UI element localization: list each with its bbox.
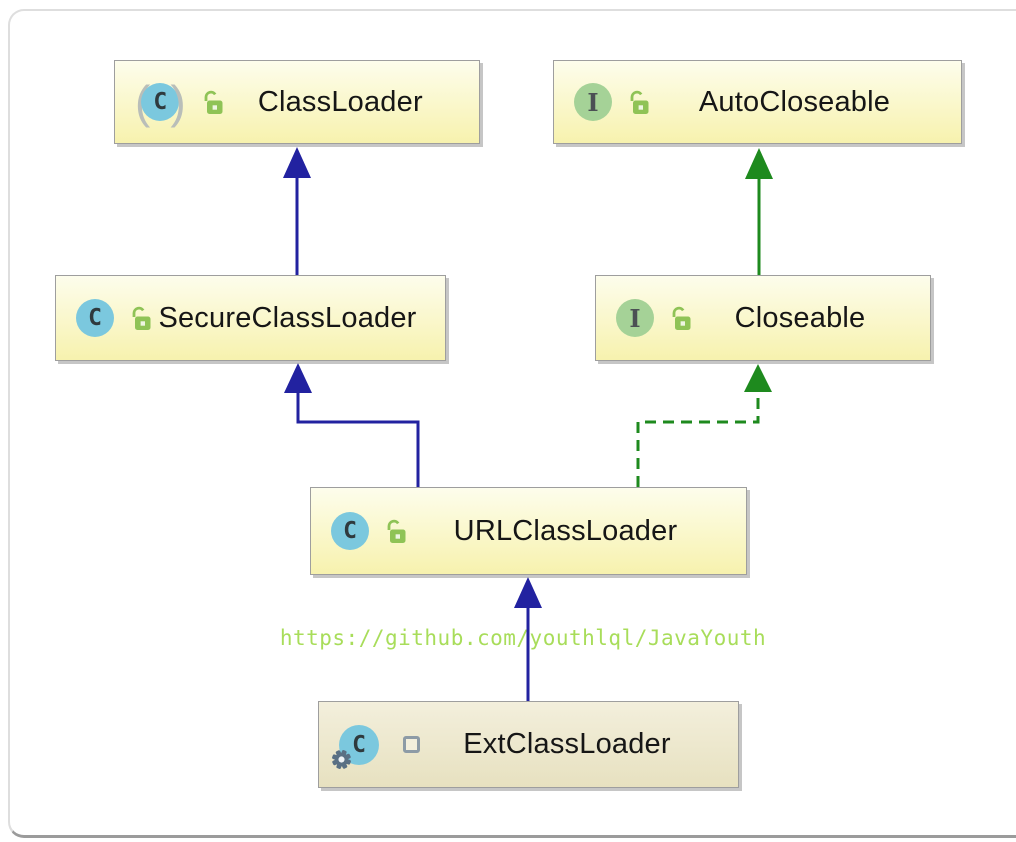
- class-name-label: SecureClassLoader: [158, 301, 417, 334]
- edge-secureclassloader-extends-classloader[interactable]: [283, 147, 311, 275]
- edge-line[interactable]: [636, 390, 760, 487]
- static-class-icon: C: [332, 724, 379, 769]
- class-node-secureclassloader[interactable]: C SecureClassLoader: [55, 275, 446, 361]
- class-name-label: ExtClassLoader: [463, 728, 671, 760]
- edge-arrowhead[interactable]: [514, 577, 542, 608]
- node-icons: I: [616, 299, 694, 337]
- interface-icon: I: [574, 83, 612, 121]
- edge-extclassloader-extends-urlclassloader[interactable]: [514, 577, 542, 701]
- node-icons: C: [332, 724, 420, 769]
- class-node-classloader[interactable]: ( C ) ClassLoader: [114, 60, 480, 144]
- static-gear-icon: [332, 749, 351, 769]
- public-lock-icon: [672, 306, 691, 330]
- public-lock-icon: [630, 90, 649, 114]
- edge-arrowhead[interactable]: [283, 147, 311, 178]
- edge-arrowhead[interactable]: [744, 364, 772, 392]
- interface-node-autocloseable[interactable]: I AutoCloseable: [553, 60, 962, 144]
- node-icons: C: [331, 512, 409, 550]
- public-lock-icon: [387, 519, 406, 543]
- node-icons: I: [574, 83, 652, 121]
- diagram-frame: [8, 9, 1016, 838]
- class-icon: C: [141, 83, 180, 121]
- class-node-extclassloader[interactable]: C ExtClassLoader: [318, 701, 739, 788]
- interface-node-closeable[interactable]: I Closeable: [595, 275, 931, 361]
- class-name-label: ClassLoader: [257, 85, 423, 118]
- edge-urlclassloader-implements-closeable[interactable]: [636, 364, 772, 487]
- package-local-icon: [403, 736, 420, 753]
- bytecode-paren-right-icon: ): [170, 76, 186, 128]
- node-icons: C: [76, 299, 154, 337]
- watermark-url: https://github.com/youthlql/JavaYouth: [279, 626, 767, 650]
- public-lock-icon: [204, 90, 223, 114]
- class-icon: C: [76, 299, 114, 337]
- class-node-urlclassloader[interactable]: C URLClassLoader: [310, 487, 747, 575]
- interface-icon: I: [616, 299, 654, 337]
- edge-arrowhead[interactable]: [745, 148, 773, 179]
- public-lock-icon: [132, 306, 151, 330]
- node-icons: ( C ): [135, 76, 226, 128]
- edge-urlclassloader-extends-secureclassloader[interactable]: [284, 363, 420, 487]
- edge-arrowhead[interactable]: [284, 363, 312, 393]
- edge-closeable-extends-autocloseable[interactable]: [745, 148, 773, 275]
- interface-name-label: Closeable: [734, 301, 866, 334]
- edge-line[interactable]: [296, 391, 420, 487]
- interface-name-label: AutoCloseable: [698, 85, 891, 118]
- class-name-label: URLClassLoader: [453, 514, 678, 547]
- class-icon: C: [331, 512, 369, 550]
